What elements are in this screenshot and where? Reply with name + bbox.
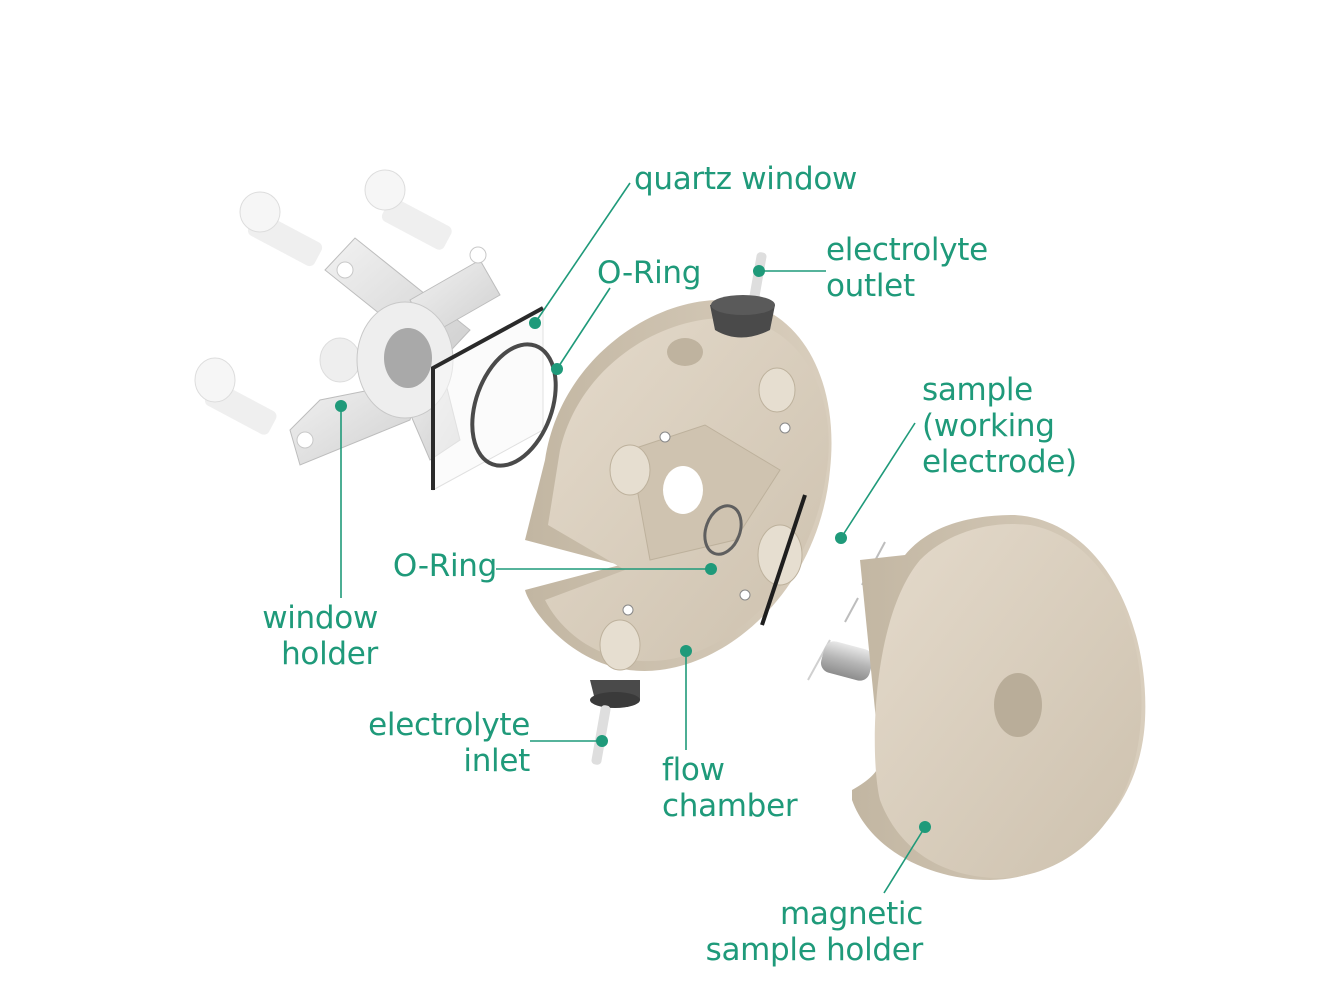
screw-icon xyxy=(319,337,361,383)
label-text: chamber xyxy=(662,788,798,824)
label-text: electrolyte xyxy=(368,707,530,743)
label-text: holder xyxy=(281,636,378,672)
magnetic-sample-holder-part xyxy=(820,515,1146,880)
label-text: magnetic xyxy=(779,896,923,932)
label-text: (working xyxy=(922,408,1055,444)
quartz-window-part xyxy=(431,306,544,491)
label-text: O-Ring xyxy=(392,548,497,584)
label-text: electrolyte xyxy=(826,232,988,268)
anchor-dots xyxy=(335,265,931,833)
screw-icon xyxy=(364,169,452,250)
label-magnetic-sample-holder: magnetic sample holder xyxy=(690,896,924,968)
label-sample-working-electrode: sample (working electrode) xyxy=(922,372,1077,480)
electrolyte-inlet-fitting xyxy=(590,680,640,765)
o-ring-part xyxy=(470,342,558,468)
label-flow-chamber: flow chamber xyxy=(662,752,798,824)
label-text: sample holder xyxy=(705,932,924,968)
label-text: flow xyxy=(662,752,725,788)
label-text: outlet xyxy=(826,268,915,304)
screw-icon xyxy=(239,191,323,267)
leader-lines xyxy=(340,182,926,894)
label-text: window xyxy=(262,600,378,636)
flow-chamber-part xyxy=(525,300,832,671)
label-o-ring-top: O-Ring xyxy=(597,255,701,291)
label-text: electrode) xyxy=(922,444,1077,480)
label-quartz-window: quartz window xyxy=(634,161,857,197)
electrolyte-outlet-fitting xyxy=(710,252,775,338)
label-electrolyte-outlet: electrolyte outlet xyxy=(826,232,988,304)
label-text: sample xyxy=(922,372,1033,408)
label-text: O-Ring xyxy=(597,255,702,291)
label-o-ring-middle: O-Ring xyxy=(385,548,497,584)
label-window-holder: window holder xyxy=(240,600,378,672)
label-text: quartz window xyxy=(634,161,858,197)
label-text: inlet xyxy=(463,743,530,779)
screw-icon xyxy=(194,357,277,435)
label-electrolyte-inlet: electrolyte inlet xyxy=(350,707,530,779)
